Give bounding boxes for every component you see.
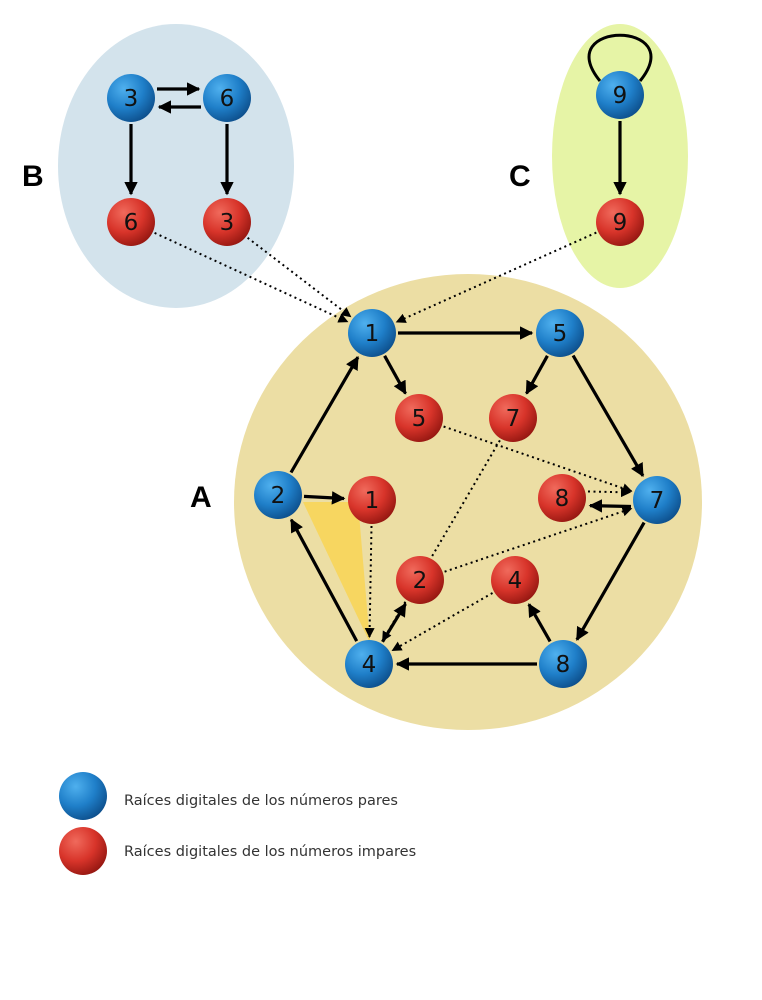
node-A1b: 1 [348,309,396,357]
node-A5r-label: 5 [412,406,427,432]
node-A1b-circle [348,309,396,357]
node-A2r: 2 [396,556,444,604]
node-B3b: 3 [107,74,155,122]
legend: Raíces digitales de los números pares Ra… [59,772,416,875]
node-A5b-label: 5 [553,321,568,347]
group-label-a: A [190,481,212,514]
node-C9b-label: 9 [613,83,628,109]
node-A2b-circle [254,471,302,519]
node-C9b-circle [596,71,644,119]
edge-solid-A5b-to-A7b [571,354,645,477]
node-A2b-label: 2 [271,483,286,509]
node-A2b: 2 [254,471,302,519]
edge-dotted-C9r-to-A1b [395,231,597,323]
node-A1b-label: 1 [365,321,380,347]
edge-solid-A2b-to-A1b [289,356,360,474]
group-label-b: B [22,160,44,193]
node-B3r: 3 [203,198,251,246]
edge-solid-A1b-to-A5r [383,355,407,395]
node-A8r-label: 8 [555,486,570,512]
node-A7r-label: 7 [506,406,521,432]
node-B6b-label: 6 [220,86,235,112]
node-A4r-circle [491,556,539,604]
node-B6r-circle [107,198,155,246]
node-A7r-circle [489,394,537,442]
node-B3r-circle [203,198,251,246]
node-A1r-circle [348,476,396,524]
node-A8r: 8 [538,474,586,522]
edge-solid-A7b-to-A8b [575,521,646,641]
node-A5b: 5 [536,309,584,357]
node-B6b: 6 [203,74,251,122]
node-A8r-circle [538,474,586,522]
edge-solid-A4b-to-A2b [289,518,359,642]
node-B6r: 6 [107,198,155,246]
node-A4b-circle [345,640,393,688]
legend-even-label: Raíces digitales de los números pares [124,793,398,809]
node-A4r: 4 [491,556,539,604]
node-A1r: 1 [348,476,396,524]
edge-dotted-A8r-to-A7b [587,487,631,498]
node-A4b: 4 [345,640,393,688]
node-A1r-label: 1 [365,488,380,514]
node-A7b-label: 7 [650,488,665,514]
legend-odd-swatch [59,827,107,875]
node-C9r-label: 9 [613,210,628,236]
node-A4b-label: 4 [362,652,377,678]
edge-solid-A7b-to-A8r [588,499,632,513]
node-B6r-label: 6 [124,210,139,236]
edge-dotted-A5r-to-A7b [443,425,633,493]
node-A7r: 7 [489,394,537,442]
group-regions [58,24,702,730]
node-A7b-circle [633,476,681,524]
edge-dotted-A7r-to-A4b [381,439,501,642]
node-A2r-label: 2 [413,568,428,594]
edge-solid-A2b-to-A1r [303,491,346,505]
legend-even-swatch [59,772,107,820]
edges [124,33,653,671]
node-A5r: 5 [395,394,443,442]
legend-odd-label: Raíces digitales de los números impares [124,844,416,860]
node-A4r-label: 4 [508,568,523,594]
edge-solid-A5b-to-A7r [525,355,549,395]
node-B3r-label: 3 [220,210,235,236]
node-B6b-circle [203,74,251,122]
node-A7b: 7 [633,476,681,524]
node-B3b-label: 3 [124,86,139,112]
node-A5r-circle [395,394,443,442]
edge-solid-A8b-to-A4r [527,603,552,643]
group-region-b [58,24,294,308]
highlight-triangle [303,502,370,643]
node-A2r-circle [396,556,444,604]
node-C9b: 9 [596,71,644,119]
node-A8b: 8 [539,640,587,688]
node-C9r-circle [596,198,644,246]
node-A5b-circle [536,309,584,357]
node-A8b-label: 8 [556,652,571,678]
edge-dotted-A1r-to-A4b [364,525,375,638]
edge-self-loop [587,33,653,82]
edge-dotted-B6r-to-A1b [154,231,349,323]
node-C9r: 9 [596,198,644,246]
group-label-c: C [509,160,531,193]
node-A8b-circle [539,640,587,688]
nodes: 3 6 6 3 9 9 1 5 7 8 4 2 5 7 1 8 2 4 [107,71,681,688]
edge-dotted-B3r-to-A1b [246,237,352,318]
node-B3b-circle [107,74,155,122]
group-region-a [234,274,702,730]
